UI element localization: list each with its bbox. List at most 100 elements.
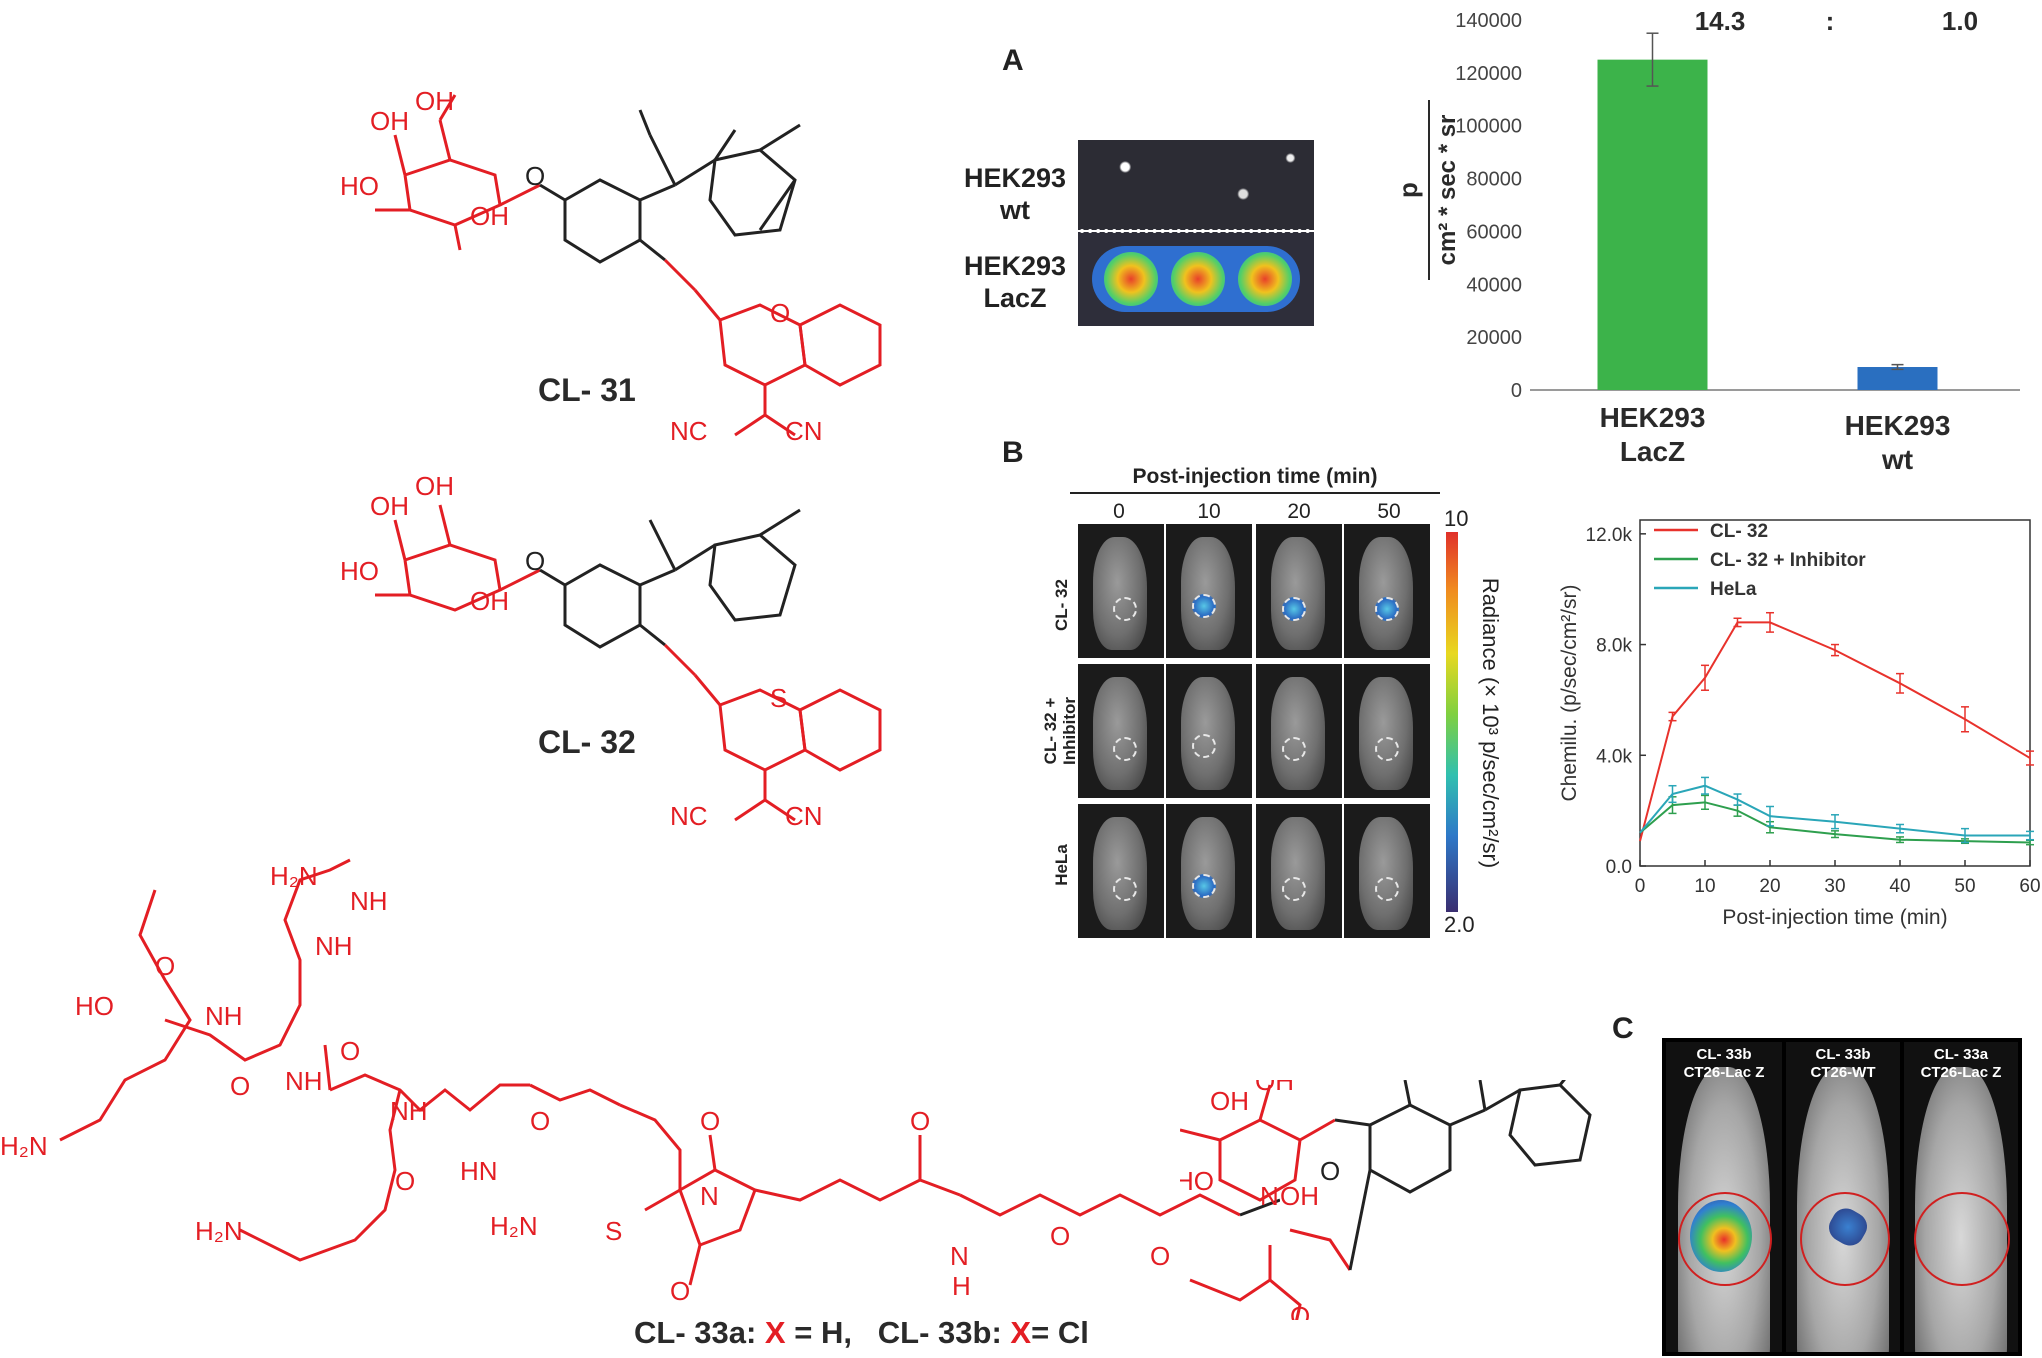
roi-circle [1192, 874, 1217, 899]
ratio-right: 1.0 [1942, 6, 1978, 36]
panel-b-letter: B [1002, 436, 1024, 469]
ho-acid-label: HO [75, 991, 114, 1021]
panel-a-divider [1072, 229, 1318, 233]
row-label-inhibitor: CL- 32 + Inhibitor [1041, 697, 1079, 765]
o-label: O [340, 1036, 360, 1066]
signal-blob [1690, 1200, 1752, 1272]
cl33b-prefix: CL- 33b: [877, 1315, 1011, 1350]
cl33a-suffix: = H, [785, 1315, 852, 1350]
roi-circle [1375, 877, 1400, 902]
panel-a-letter: A [1002, 44, 1024, 77]
nh-label: NH [390, 1096, 428, 1126]
roi-circle [1112, 737, 1137, 762]
panel-a-wt-label: HEK293 wt [963, 163, 1067, 225]
n-label: N [700, 1181, 719, 1211]
mouse-body [1359, 537, 1413, 650]
mouse-body [1181, 537, 1235, 650]
ho-label: HO [340, 171, 379, 201]
mouse-image [1166, 524, 1252, 658]
row-label-hela: HeLa [1052, 844, 1071, 886]
y-label-numerator: p [1393, 182, 1423, 198]
mouse-image [1344, 804, 1430, 938]
mouse-image [1256, 804, 1342, 938]
cl32-structure [375, 504, 882, 822]
nh-label: NH [350, 886, 388, 916]
mouse-body [1093, 817, 1147, 930]
mouse-body [1271, 677, 1325, 790]
legend-label: HeLa [1710, 579, 1757, 600]
mouse-body [1181, 817, 1235, 930]
o-label: O [700, 1106, 720, 1136]
mouse-image [1078, 524, 1164, 658]
roi-circle [1112, 597, 1137, 622]
x-axis-label: Post-injection time (min) [1722, 906, 1947, 929]
s-label: S [770, 683, 787, 713]
colorbar-max: 10 [1444, 506, 1469, 531]
roi-circle [1112, 877, 1137, 902]
mouse-image [1078, 804, 1164, 938]
cl33-dioxetane-structure: OH OH HO OH O X [1180, 1080, 1592, 1271]
o-label: O [530, 1106, 550, 1136]
h2n-label: H₂N [0, 1131, 48, 1161]
bar [1597, 59, 1708, 391]
ho-label: HO [1180, 1166, 1214, 1196]
cl33a-prefix: CL- 33a: [634, 1315, 765, 1350]
cl33b-suffix: = Cl [1031, 1315, 1089, 1350]
cn-label: CN [785, 801, 823, 831]
nc-label: NC [670, 416, 708, 446]
mouse-body [1359, 677, 1413, 790]
h2n-label: H₂N [195, 1216, 243, 1246]
oh-label: OH [1210, 1086, 1249, 1116]
oh-label: OH [470, 586, 509, 616]
n-label: N [950, 1241, 969, 1271]
y-tick-label: 4.0k [1596, 746, 1632, 767]
nc-label: NC [670, 801, 708, 831]
y-label-denominator: cm² * sec * sr [1434, 115, 1461, 266]
mouse-body [1271, 537, 1325, 650]
o-label: O [670, 1276, 690, 1306]
roi-circle [1192, 734, 1217, 759]
roi-circle [1678, 1192, 1772, 1286]
nh-label: NH [285, 1066, 323, 1096]
h2n-label: H₂N [270, 861, 318, 891]
oh-label: OH [470, 201, 509, 231]
x-label: X [1430, 1080, 1447, 1086]
h-label: H [952, 1271, 971, 1301]
cl33-caption: CL- 33a: X = H, CL- 33b: X= Cl [634, 1315, 1089, 1351]
x-tick-label: 20 [1759, 876, 1780, 897]
x-category-label: HEK293 [1600, 402, 1706, 433]
chemical-structures: OH OH HO OH O O NC CN [0, 86, 1280, 1306]
ho-label: HO [340, 556, 379, 586]
mouse-image [1256, 664, 1342, 798]
mouse-image [1344, 524, 1430, 658]
oh-label: OH [1280, 1181, 1319, 1211]
colorbar-min: 2.0 [1444, 912, 1475, 937]
y-tick-label: 0 [1511, 380, 1522, 402]
x-tick-label: 0 [1635, 876, 1646, 897]
roi-circle [1282, 737, 1307, 762]
cn-label: CN [785, 416, 823, 446]
time-point-label: 10 [1197, 500, 1221, 523]
h2n-label: H₂N [490, 1211, 538, 1241]
mouse-image [1078, 664, 1164, 798]
o-label: O [910, 1106, 930, 1136]
x-tick-label: 10 [1694, 876, 1715, 897]
panel-a-wt-image [1078, 140, 1314, 230]
cl31-label: CL- 31 [538, 372, 636, 408]
mouse-body [1271, 817, 1325, 930]
time-point-label: 20 [1287, 500, 1311, 523]
roi-circle [1800, 1192, 1890, 1286]
roi-circle [1914, 1192, 2010, 1286]
legend-label: CL- 32 [1710, 521, 1768, 542]
x-tick-label: 50 [1954, 876, 1975, 897]
x-category-label: HEK293 [1845, 410, 1951, 441]
roi-circle [1282, 877, 1307, 902]
y-tick-label: 100000 [1455, 116, 1522, 138]
mouse-image [1166, 664, 1252, 798]
mouse-body [1181, 677, 1235, 790]
cl32-label: CL- 32 [538, 724, 636, 760]
